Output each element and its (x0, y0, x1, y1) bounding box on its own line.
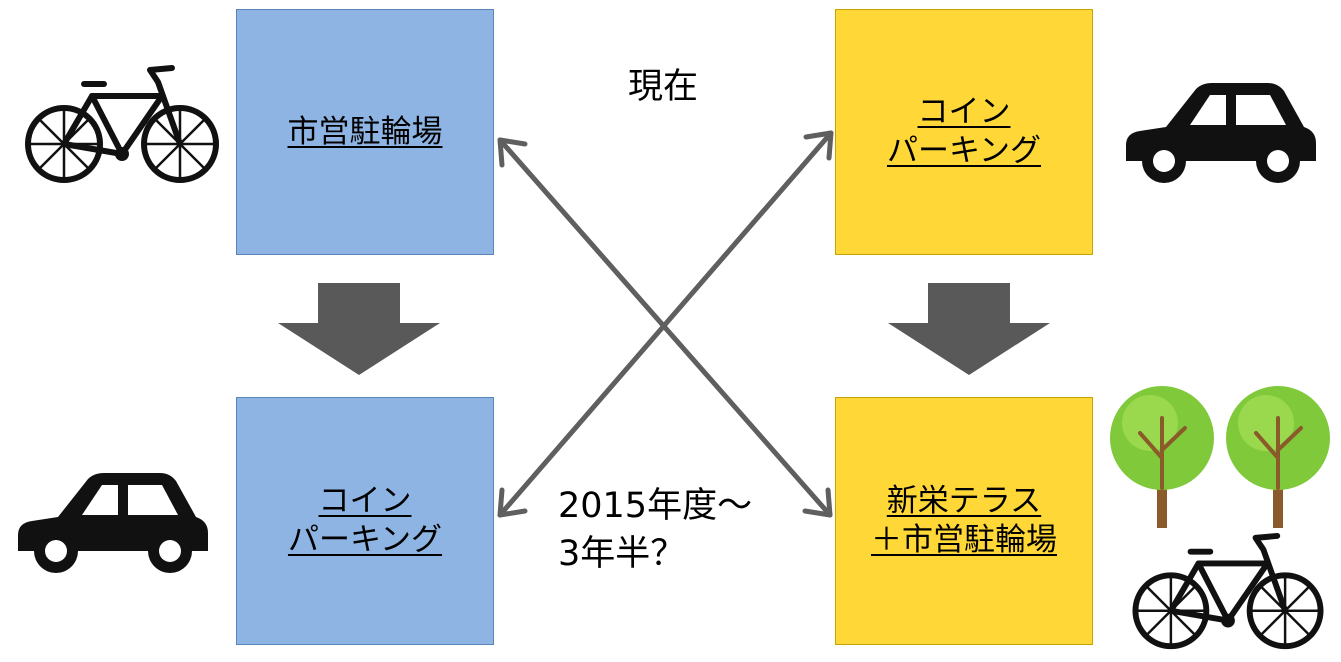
arrowhead-bl (497, 487, 528, 518)
box-label: 市営駐輪場 (287, 113, 443, 150)
car-icon (18, 473, 208, 573)
box-current-coin-parking: コイン パーキング (835, 9, 1093, 255)
box-future-coin-parking: コイン パーキング (236, 397, 494, 645)
label-period-line1: 2015年度～ (558, 486, 753, 526)
box-label-line2: パーキング (886, 133, 1042, 169)
bicycle-icon (25, 65, 219, 183)
box-label-line2: ＋市営駐輪場 (871, 522, 1057, 558)
cross-arrow-tr-bl (497, 130, 834, 518)
down-arrow-right (888, 283, 1050, 375)
box-future-terrace-bicycle-parking: 新栄テラス ＋市営駐輪場 (835, 397, 1093, 645)
label-current: 現在 (628, 67, 699, 107)
arrowhead-tr (803, 130, 834, 161)
box-label-line1: 新栄テラス (886, 483, 1042, 520)
label-period-line2: 3年半？ (558, 534, 686, 574)
bicycle-icon (1132, 532, 1324, 650)
box-current-bicycle-parking: 市営駐輪場 (236, 9, 494, 255)
car-icon (1126, 83, 1316, 183)
box-label-line2: パーキング (287, 522, 443, 558)
arrowhead-tl (497, 137, 528, 168)
arrowhead-br (802, 487, 833, 518)
box-label-line1: コイン (318, 483, 412, 520)
trees-icon (1110, 386, 1330, 528)
box-label-line1: コイン (917, 94, 1011, 131)
down-arrow-left (278, 283, 440, 375)
